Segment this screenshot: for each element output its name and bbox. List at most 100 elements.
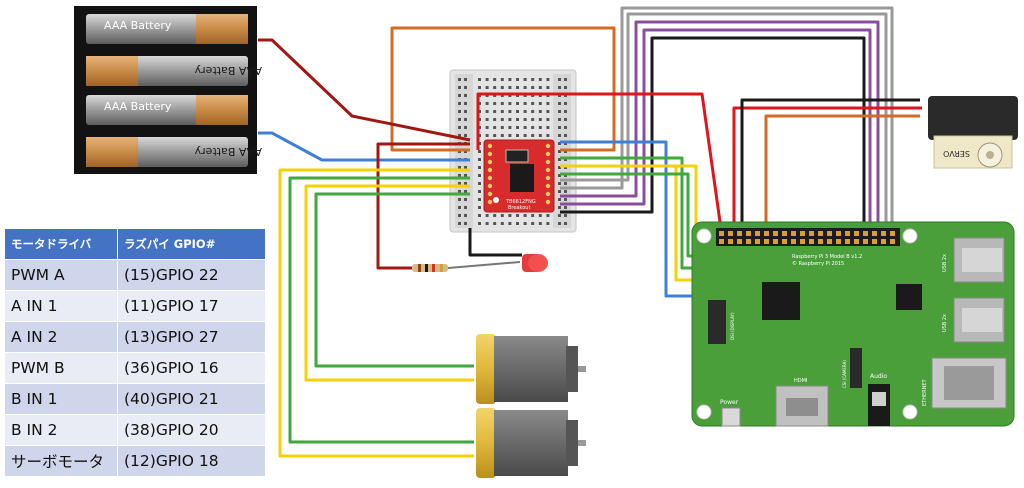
wire-orange-driver xyxy=(390,26,616,152)
breadboard-hole xyxy=(478,174,481,177)
driver-pin-cell: PWM B xyxy=(4,352,118,384)
pi-audio-label: Audio xyxy=(870,373,887,380)
driver-pin xyxy=(487,191,493,197)
breadboard-hole xyxy=(500,78,504,81)
driver-pin-cell: A IN 1 xyxy=(4,290,118,322)
wire-yellow-motor-a xyxy=(278,168,474,458)
gpio-pin xyxy=(800,231,805,236)
driver-pin xyxy=(487,143,493,149)
breadboard-hole xyxy=(485,126,489,129)
gpio-pin xyxy=(800,239,805,244)
breadboard-hole xyxy=(500,102,504,105)
table-row: A IN 1(11)GPIO 17 xyxy=(4,290,266,322)
breadboard-hole xyxy=(564,110,567,113)
dc-motor-2 xyxy=(476,408,586,478)
breadboard-hole xyxy=(558,86,561,89)
gpio-pin xyxy=(863,239,868,244)
resistor xyxy=(412,264,448,272)
breadboard-hole xyxy=(485,118,489,121)
breadboard-hole xyxy=(558,198,561,201)
raspberry-pi: Raspberry Pi 3 Model B v1.2 © Raspberry … xyxy=(691,221,1015,427)
breadboard-hole xyxy=(478,86,481,89)
pi-model-text: Raspberry Pi 3 Model B v1.2 xyxy=(792,254,862,260)
driver-pin xyxy=(545,183,551,189)
gpio-pin xyxy=(764,239,769,244)
gpio-pin xyxy=(827,231,832,236)
battery-3: AAA Battery xyxy=(86,95,248,125)
breadboard-hole xyxy=(531,134,535,137)
breadboard-hole xyxy=(458,118,461,121)
wire-purple-1 xyxy=(560,20,880,236)
battery-4: AAA Battery xyxy=(86,137,262,167)
breadboard-hole xyxy=(485,134,489,137)
pi-ethernet-label: ETHERNET xyxy=(922,378,928,406)
servo-motor: SERVO xyxy=(928,96,1018,169)
breadboard-hole xyxy=(458,214,461,217)
breadboard-hole xyxy=(464,78,467,81)
breadboard-hole xyxy=(464,222,467,225)
breadboard-hole xyxy=(458,134,461,137)
gpio-pin xyxy=(872,239,877,244)
breadboard-hole xyxy=(564,86,567,89)
breadboard-hole xyxy=(523,134,527,137)
gpio-pin xyxy=(755,239,760,244)
gpio-cell: (36)GPIO 16 xyxy=(117,352,266,384)
breadboard-hole xyxy=(531,86,535,89)
breadboard-hole xyxy=(564,190,567,193)
wire-led-lead xyxy=(447,261,521,269)
driver-pin xyxy=(545,143,551,149)
breadboard-hole xyxy=(458,110,461,113)
breadboard-hole xyxy=(493,78,497,81)
breadboard-hole xyxy=(523,214,527,217)
pi-usb2-label: USB 2x xyxy=(942,314,948,332)
breadboard-hole xyxy=(458,198,461,201)
gpio-cell: (40)GPIO 21 xyxy=(117,383,266,415)
breadboard-hole xyxy=(458,78,461,81)
pi-dsi-label: DSI (DISPLAY) xyxy=(730,312,735,340)
breadboard-hole xyxy=(558,166,561,169)
gpio-pin xyxy=(845,239,850,244)
breadboard-hole xyxy=(564,102,567,105)
driver-pin xyxy=(545,159,551,165)
breadboard-hole xyxy=(523,78,527,81)
table-row: B IN 1(40)GPIO 21 xyxy=(4,383,266,415)
gpio-pin xyxy=(854,239,859,244)
battery-label-4: AAA Battery xyxy=(194,145,262,158)
wire-black-1 xyxy=(560,36,866,236)
gpio-pin xyxy=(845,231,850,236)
gpio-cell: (15)GPIO 22 xyxy=(117,259,266,291)
breadboard-hole xyxy=(493,102,497,105)
header-motor-driver: モータドライバ xyxy=(4,228,118,260)
gpio-pin xyxy=(809,231,814,236)
breadboard-hole xyxy=(516,126,519,129)
breadboard-hole xyxy=(523,118,527,121)
gpio-pin xyxy=(836,239,841,244)
breadboard-hole xyxy=(531,110,535,113)
breadboard-hole xyxy=(464,110,467,113)
gpio-pin xyxy=(809,239,814,244)
breadboard-hole xyxy=(485,86,489,89)
breadboard-hole xyxy=(558,182,561,185)
motor-driver-board: TB6612FNG Breakout xyxy=(483,139,555,213)
driver-label-line1: TB6612FNG xyxy=(505,199,536,205)
wire-gray-1 xyxy=(560,6,894,236)
gpio-pin xyxy=(755,231,760,236)
breadboard-hole xyxy=(485,78,489,81)
wire-red-driver xyxy=(476,92,724,237)
breadboard-hole xyxy=(558,126,561,129)
driver-pin xyxy=(487,151,493,157)
breadboard-hole xyxy=(464,134,467,137)
wires xyxy=(258,6,922,458)
battery-pack: AAA Battery AAA Battery AAA Battery AAA … xyxy=(74,6,262,174)
breadboard-hole xyxy=(516,86,519,89)
breadboard-hole xyxy=(523,110,527,113)
driver-pin xyxy=(487,167,493,173)
gpio-pin xyxy=(818,231,823,236)
breadboard-hole xyxy=(493,214,497,217)
wire-red-servo xyxy=(732,106,922,236)
breadboard-hole xyxy=(558,214,561,217)
gpio-cell: (12)GPIO 18 xyxy=(117,445,266,477)
driver-pins xyxy=(487,143,551,205)
breadboard-hole xyxy=(478,182,481,185)
breadboard-hole xyxy=(516,102,519,105)
